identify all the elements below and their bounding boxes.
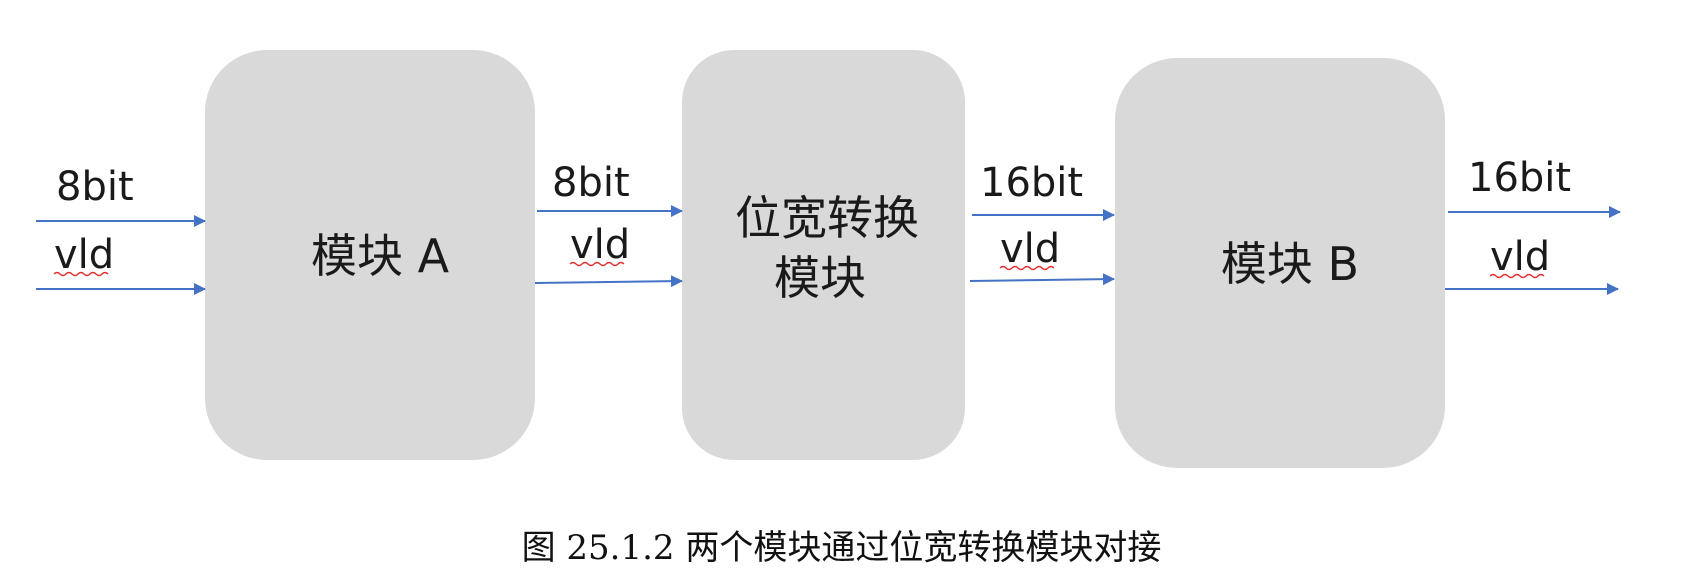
a-to-converter-valid-spellcheck-underline [569,261,625,267]
converter-to-b-valid-arrow [969,273,1115,286]
module-a-box [205,50,535,460]
input-data-label: 8bit [56,164,134,210]
output-valid-label: vld [1490,234,1550,280]
a-to-converter-valid-arrow [534,275,683,288]
module-a-block: 模块 A [205,50,535,460]
output-data-label: 16bit [1468,155,1571,201]
input-valid-spellcheck-underline [53,271,109,277]
converter-to-b-data-label: 16bit [980,160,1083,206]
converter-to-b-signals: 16bit vld [969,160,1115,286]
a-to-converter-signals: 8bit vld [534,160,683,288]
input-signals: 8bit vld [36,164,206,295]
a-to-converter-data-label: 8bit [552,160,630,206]
a-to-converter-valid-label: vld [570,222,630,268]
module-b-label: 模块 B [1221,237,1359,291]
module-b-block: 模块 B [1115,58,1445,468]
module-b-box [1115,58,1445,468]
width-converter-block: 位宽转换 模块 [682,50,965,460]
module-a-label: 模块 A [311,229,450,283]
output-signals: 16bit vld [1445,155,1621,295]
width-converter-box [682,50,965,460]
output-valid-spellcheck-underline [1489,273,1545,279]
input-valid-label: vld [54,232,114,278]
converter-to-b-valid-label: vld [1000,226,1060,272]
width-converter-label-line1: 位宽转换 [735,191,919,245]
converter-to-b-valid-spellcheck-underline [999,265,1055,271]
figure-caption: 图 25.1.2 两个模块通过位宽转换模块对接 [521,528,1162,568]
width-converter-label-line2: 模块 [774,251,866,305]
